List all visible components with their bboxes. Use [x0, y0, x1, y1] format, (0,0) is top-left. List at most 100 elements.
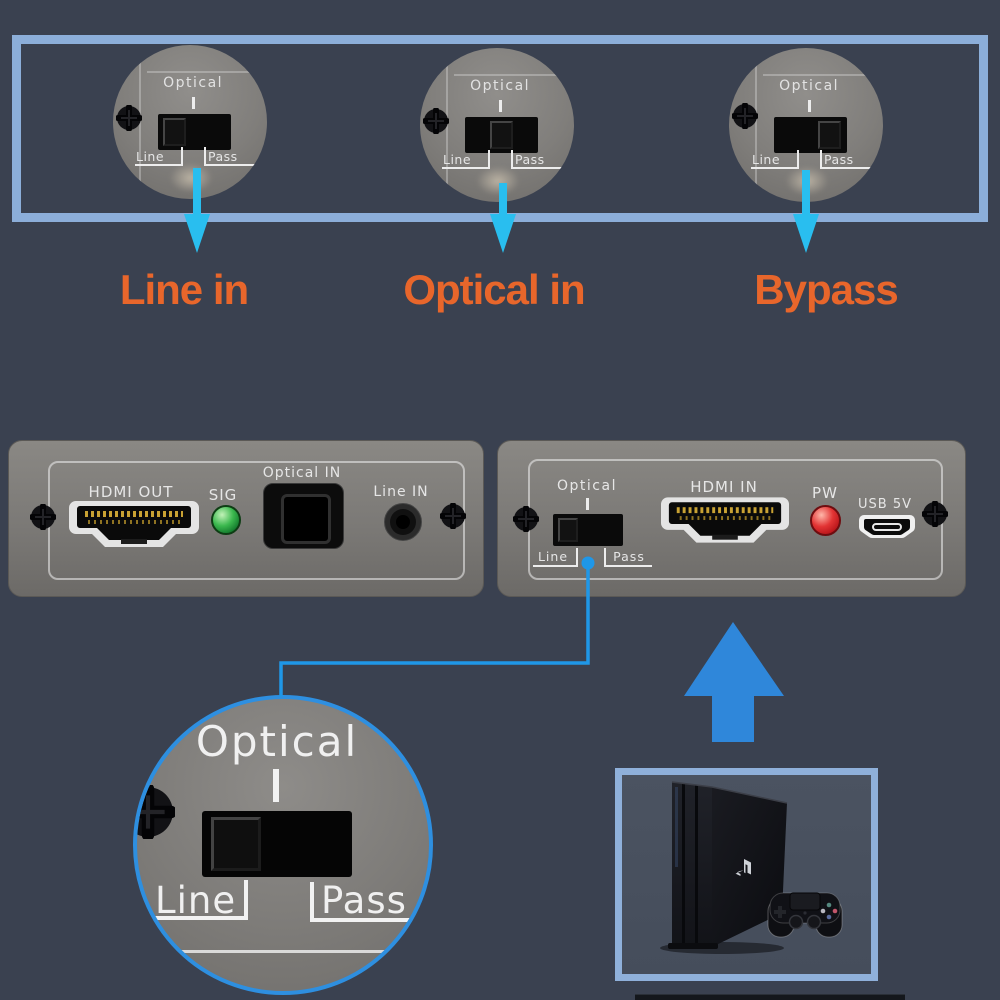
bracket-line: [576, 548, 578, 567]
phillips-screw-icon: [137, 785, 175, 839]
switch-closeup-line: Optical Line Pass: [113, 45, 267, 199]
bracket-line: [310, 918, 422, 922]
optical-label: Optical: [470, 78, 531, 94]
slide-switch: [202, 811, 352, 877]
pw-label: PW: [812, 484, 838, 502]
bracket-line: [204, 164, 256, 166]
pw-red-led: [810, 505, 841, 536]
line-label: Line: [752, 152, 781, 167]
hdmi-port: [69, 501, 199, 547]
console-top-edge: [671, 781, 788, 804]
optical-tick: [499, 100, 502, 112]
playstation-logo-icon: [735, 859, 751, 876]
analog-stick: [806, 914, 822, 930]
reflection-glow: [169, 163, 213, 193]
output-panel: HDMI OUT SIG Optical IN Line IN: [8, 440, 484, 597]
micro-usb-port: [859, 515, 915, 538]
optical-tick: [192, 97, 195, 109]
input-panel: Optical Line Pass HDMI IN PW USB 5V: [497, 440, 966, 597]
switch-knob: [490, 121, 513, 149]
pass-label: Pass: [613, 549, 645, 564]
line-label: Line: [136, 149, 165, 164]
reflection-glow: [476, 166, 520, 196]
arrow-shaft: [499, 183, 507, 216]
jack-hole: [396, 515, 410, 529]
bracket-line: [181, 147, 183, 164]
bracket-line: [797, 150, 799, 167]
optical-label: Optical: [163, 75, 224, 91]
optical-label: Optical: [779, 78, 840, 94]
bracket-line: [820, 150, 822, 167]
bracket-line: [604, 565, 652, 567]
panel-edge-line: [755, 48, 757, 202]
analog-stick: [788, 914, 804, 930]
arrow-head: [184, 214, 210, 253]
optical-label: Optical: [557, 478, 617, 494]
pass-label: Pass: [515, 152, 545, 167]
usb-5v-label: USB 5V: [858, 497, 912, 512]
switch-knob: [163, 118, 186, 146]
phillips-screw-icon: [922, 501, 948, 527]
bracket-line: [310, 882, 314, 922]
switch-closeup-optical: Optical Line Pass: [420, 48, 574, 202]
sig-label: SIG: [208, 486, 238, 504]
bracket-line: [442, 167, 490, 169]
phillips-screw-icon: [423, 108, 449, 134]
3.5mm-jack: [384, 503, 422, 541]
dpad-icon: [774, 906, 786, 918]
bracket-line: [820, 167, 872, 169]
panel-edge-line: [454, 74, 564, 76]
pass-label: Pass: [208, 149, 238, 164]
bracket-line: [488, 150, 490, 167]
pass-label: Pass: [321, 879, 407, 922]
cropped-photo-strip: [635, 994, 905, 1000]
phillips-screw-icon: [732, 103, 758, 129]
bracket-line: [204, 147, 206, 164]
optical-tick: [586, 498, 589, 510]
bracket-line: [135, 164, 183, 166]
line-in-label: Line IN: [373, 484, 429, 500]
toslink-inner: [281, 494, 331, 544]
optical-tick: [273, 769, 279, 802]
hdmi-out-label: HDMI OUT: [88, 483, 174, 501]
annotation-line-in: Line in: [119, 266, 249, 313]
console-groove: [695, 785, 698, 946]
slide-switch: [774, 117, 847, 153]
bracket-line: [511, 150, 513, 167]
arrow-head: [490, 214, 516, 253]
bracket-line: [244, 880, 248, 920]
phillips-screw-icon: [440, 503, 466, 529]
slide-switch: [465, 117, 538, 153]
arrow-shaft: [802, 170, 810, 216]
switch-knob: [818, 121, 841, 149]
arrow-head: [793, 214, 819, 253]
console-stand: [668, 943, 718, 949]
annotation-optical-in: Optical in: [403, 266, 585, 313]
panel-edge-line: [763, 74, 873, 76]
switch-knob: [211, 817, 261, 871]
optical-tick: [808, 100, 811, 112]
toslink-optical-port: [263, 483, 344, 549]
phillips-screw-icon: [30, 504, 56, 530]
panel-edge-line: [147, 71, 257, 73]
ps4-pro-console: [660, 781, 843, 954]
action-buttons: [820, 902, 838, 920]
hdmi-port: [661, 497, 789, 543]
phillips-screw-icon: [116, 105, 142, 131]
slide-switch: [553, 514, 623, 546]
bracket-line: [153, 916, 248, 920]
console-reflection: [675, 787, 678, 867]
dualshock4-controller: [767, 892, 843, 938]
console-groove: [682, 784, 685, 944]
optical-in-label: Optical IN: [262, 465, 342, 481]
sig-green-led: [211, 505, 241, 535]
bracket-line: [604, 548, 606, 567]
ps-button: [803, 911, 807, 915]
bracket-line: [511, 167, 563, 169]
slide-switch: [158, 114, 231, 150]
bracket-line: [533, 565, 578, 567]
up-arrow-icon: [684, 622, 784, 742]
arrow-shaft: [193, 168, 201, 216]
phillips-screw-icon: [513, 506, 539, 532]
